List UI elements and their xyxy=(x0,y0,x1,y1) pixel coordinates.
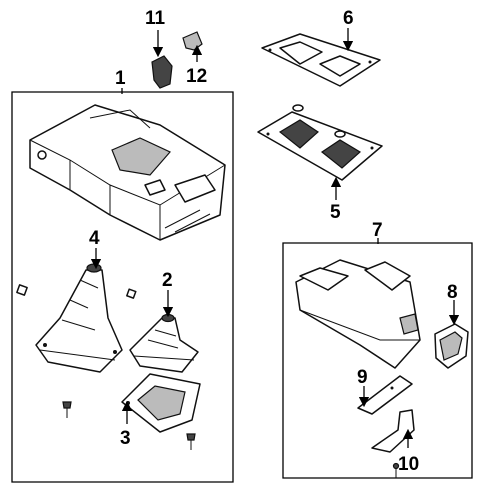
boot-pair-assembly-part xyxy=(257,104,383,181)
leader-lines xyxy=(90,28,460,448)
bracket-lower-part xyxy=(371,409,415,453)
screw-part xyxy=(392,462,400,478)
bracket-upper-part xyxy=(357,375,413,415)
callout-10: 10 xyxy=(398,454,419,475)
callout-2: 2 xyxy=(162,270,173,291)
callout-9: 9 xyxy=(357,367,368,388)
shift-boot-large-part xyxy=(35,263,123,373)
console-group-7-box xyxy=(282,242,473,479)
shift-boot-small-part xyxy=(129,313,199,373)
trim-gasket-part xyxy=(261,33,381,87)
callout-11: 11 xyxy=(145,8,166,29)
callout-1: 1 xyxy=(115,68,126,89)
callout-6: 6 xyxy=(343,8,354,29)
callout-7: 7 xyxy=(372,220,383,241)
center-console-part xyxy=(295,259,421,369)
bezel-part xyxy=(434,323,469,369)
clip-part xyxy=(16,284,137,299)
knob-cap-part xyxy=(182,31,203,51)
shift-plate-part xyxy=(121,373,201,433)
callout-8: 8 xyxy=(447,282,458,303)
callout-5: 5 xyxy=(330,202,341,223)
floor-console-part xyxy=(29,104,226,241)
shift-knob-part xyxy=(151,55,173,89)
callout-12: 12 xyxy=(186,66,207,87)
bolt-part xyxy=(62,401,196,450)
callout-4: 4 xyxy=(89,228,100,249)
console-group-1-box xyxy=(11,91,234,483)
callout-3: 3 xyxy=(120,428,131,449)
